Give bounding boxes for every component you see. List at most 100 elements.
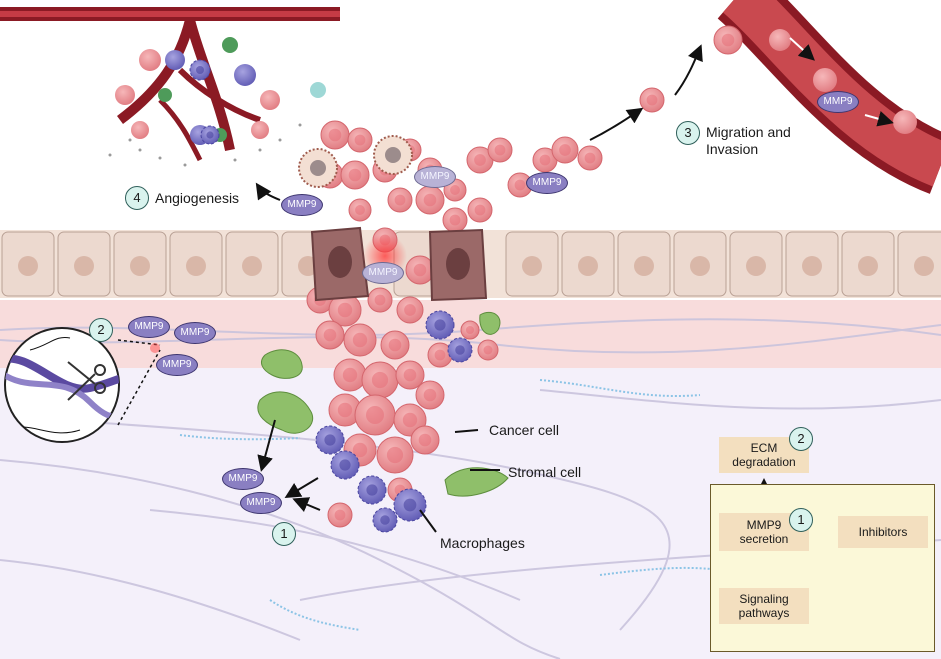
box-signaling-pathways: Signaling pathways xyxy=(719,588,809,624)
secretion-line1: MMP9 xyxy=(746,518,782,532)
macrophage xyxy=(372,507,398,533)
epithelial-cell xyxy=(897,231,941,297)
cancer-cell xyxy=(367,287,393,313)
mmp9-badge: MMP9 xyxy=(128,316,170,338)
cancer-cell xyxy=(361,361,399,399)
step-badge-4: 4 xyxy=(125,186,149,210)
mmp9-badge: MMP9 xyxy=(526,172,568,194)
cancer-cell xyxy=(347,127,373,153)
macrophage xyxy=(425,310,455,340)
ecm-line2: degradation xyxy=(732,455,796,469)
macrophage xyxy=(447,337,473,363)
label-migration: Migration and xyxy=(706,124,791,140)
cancer-cell xyxy=(410,425,440,455)
macrophage xyxy=(393,488,427,522)
signaling-line1: Signaling xyxy=(739,592,789,606)
epithelial-cell xyxy=(729,231,783,297)
zoom-lens xyxy=(4,327,161,443)
mmp9-badge: MMP9 xyxy=(817,91,859,113)
cancer-cell xyxy=(460,320,480,340)
regulation-panel xyxy=(710,484,935,652)
macrophage xyxy=(315,425,345,455)
cancer-cell xyxy=(380,330,410,360)
epithelial-cell xyxy=(561,231,615,297)
label-angiogenesis: Angiogenesis xyxy=(155,190,240,206)
step-badge-3: 3 xyxy=(676,121,700,145)
cancer-cell xyxy=(467,197,493,223)
secretion-line2: secretion xyxy=(739,532,789,546)
label-stromal-cell: Stromal cell xyxy=(508,464,582,480)
macrophage-cluster xyxy=(189,59,473,533)
label-invasion: Invasion xyxy=(706,141,759,157)
mmp9-badge: MMP9 xyxy=(222,468,264,490)
mmp9-badge: MMP9 xyxy=(414,166,456,188)
macrophage xyxy=(189,59,211,81)
cancer-cell xyxy=(343,323,377,357)
mmp9-badge: MMP9 xyxy=(156,354,198,376)
cancer-cell xyxy=(328,393,362,427)
cancer-cell xyxy=(487,137,513,163)
ecm-line1: ECM xyxy=(750,441,778,455)
scissors-icon xyxy=(67,361,106,401)
epithelial-cell xyxy=(673,231,727,297)
cancer-cell xyxy=(405,255,435,285)
arrows xyxy=(255,44,703,533)
cancer-cell xyxy=(328,293,362,327)
step-badge-1: 1 xyxy=(272,522,296,546)
label-cancer-cell: Cancer cell xyxy=(489,422,560,438)
cancer-cell xyxy=(354,394,396,436)
mmp9-badge: MMP9 xyxy=(240,492,282,514)
mmp9-badge: MMP9 xyxy=(362,262,404,284)
epithelial-cell xyxy=(505,231,559,297)
textured-cell xyxy=(298,148,338,188)
cancer-cell xyxy=(713,25,743,55)
cancer-cell xyxy=(577,145,603,171)
dark-epithelial-cells xyxy=(310,226,488,302)
cancer-cell xyxy=(376,436,414,474)
cancer-cell xyxy=(415,380,445,410)
cancer-cell xyxy=(477,339,499,361)
angiogenesis-debris xyxy=(108,123,302,167)
cancer-cell xyxy=(415,185,445,215)
cancer-cell xyxy=(466,146,494,174)
cancer-cell xyxy=(639,87,665,113)
signaling-line2: pathways xyxy=(738,606,790,620)
cancer-cell-cluster xyxy=(298,25,743,528)
epithelial-cell xyxy=(841,231,895,297)
stromal-cells xyxy=(257,311,509,497)
mmp9-badge: MMP9 xyxy=(281,194,323,216)
box-inhibitors: Inhibitors xyxy=(838,516,928,548)
step-badge-2-panel: 2 xyxy=(789,427,813,451)
cancer-cell xyxy=(320,120,350,150)
epithelial-cell xyxy=(1,231,55,297)
box-mmp9-secretion: MMP9 secretion xyxy=(719,513,809,551)
mmp9-badge: MMP9 xyxy=(174,322,216,344)
epithelial-cell xyxy=(169,231,223,297)
cancer-cell xyxy=(387,187,413,213)
cancer-cell xyxy=(396,296,424,324)
cancer-cell xyxy=(348,198,372,222)
cancer-cell xyxy=(327,502,353,528)
vessel-top-right xyxy=(717,0,941,194)
step-badge-1-panel: 1 xyxy=(789,508,813,532)
epithelial-cell xyxy=(113,231,167,297)
epithelial-cell xyxy=(617,231,671,297)
vessel-top-left xyxy=(0,7,340,162)
epithelial-cell xyxy=(225,231,279,297)
cancer-cell xyxy=(395,360,425,390)
macrophage xyxy=(200,125,220,145)
step-badge-2-lens: 2 xyxy=(89,318,113,342)
macrophage xyxy=(357,475,387,505)
epithelial-cell xyxy=(785,231,839,297)
cancer-cell xyxy=(340,160,370,190)
cancer-cell xyxy=(315,320,345,350)
cancer-cell xyxy=(333,358,367,392)
label-macrophages: Macrophages xyxy=(440,535,525,551)
epithelial-cell xyxy=(57,231,111,297)
cancer-cell xyxy=(442,207,468,233)
cancer-cell xyxy=(551,136,579,164)
fiber-blue-strands xyxy=(179,379,721,631)
textured-cell xyxy=(373,135,413,175)
